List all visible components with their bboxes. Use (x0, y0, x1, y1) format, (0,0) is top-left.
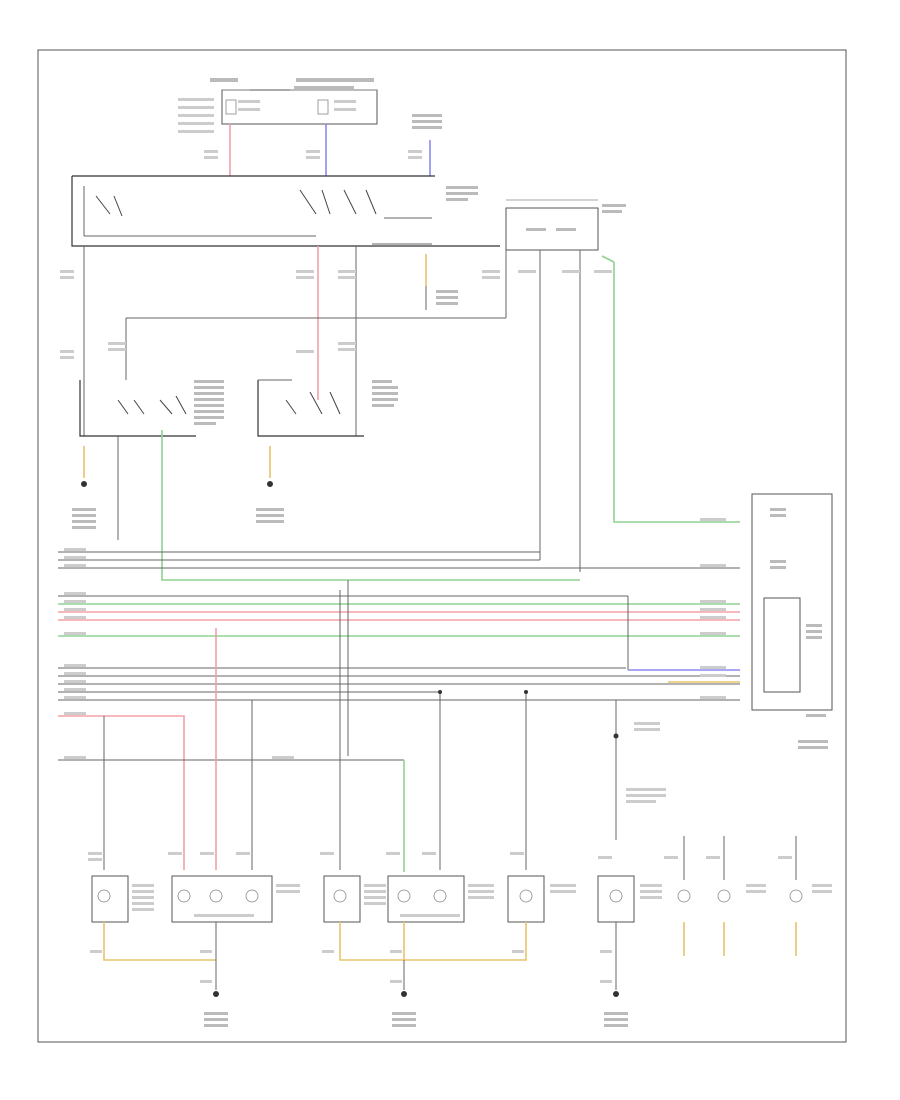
hot-source-label (412, 114, 442, 129)
lamp-labels (132, 884, 832, 917)
instrument-cluster-module (751, 493, 833, 749)
ground-point-2 (392, 991, 416, 1027)
ground-wire-labels (90, 950, 612, 983)
ground-return-center (339, 922, 527, 961)
ground-point-1 (204, 991, 228, 1027)
hazard-indicator-label (436, 290, 458, 305)
flasher-relay (505, 199, 626, 251)
green-wire-left (161, 430, 580, 581)
harness-labels-left (64, 548, 294, 759)
fuse-label-right (296, 78, 374, 82)
green-right-vertical (601, 255, 615, 263)
ground-point-3 (604, 991, 628, 1027)
fuse-label-left (210, 78, 238, 82)
indicator-lamp-center (256, 446, 284, 523)
mirror-lamp-connector (613, 681, 740, 840)
harness-bundle (58, 551, 740, 872)
harness-labels-right (700, 518, 726, 699)
lamp-group-left (91, 875, 273, 923)
ground-return-left (103, 922, 216, 961)
indicator-lamp-left (72, 446, 96, 529)
fuse-panel (178, 78, 378, 133)
hazard-switch-assembly (71, 175, 500, 247)
wire-labels-mid (60, 270, 612, 359)
diagram-frame (37, 49, 847, 1043)
turn-signal-switch-assembly (79, 379, 398, 437)
lamp-group-right (597, 836, 803, 923)
lamp-wire-labels (88, 852, 792, 861)
